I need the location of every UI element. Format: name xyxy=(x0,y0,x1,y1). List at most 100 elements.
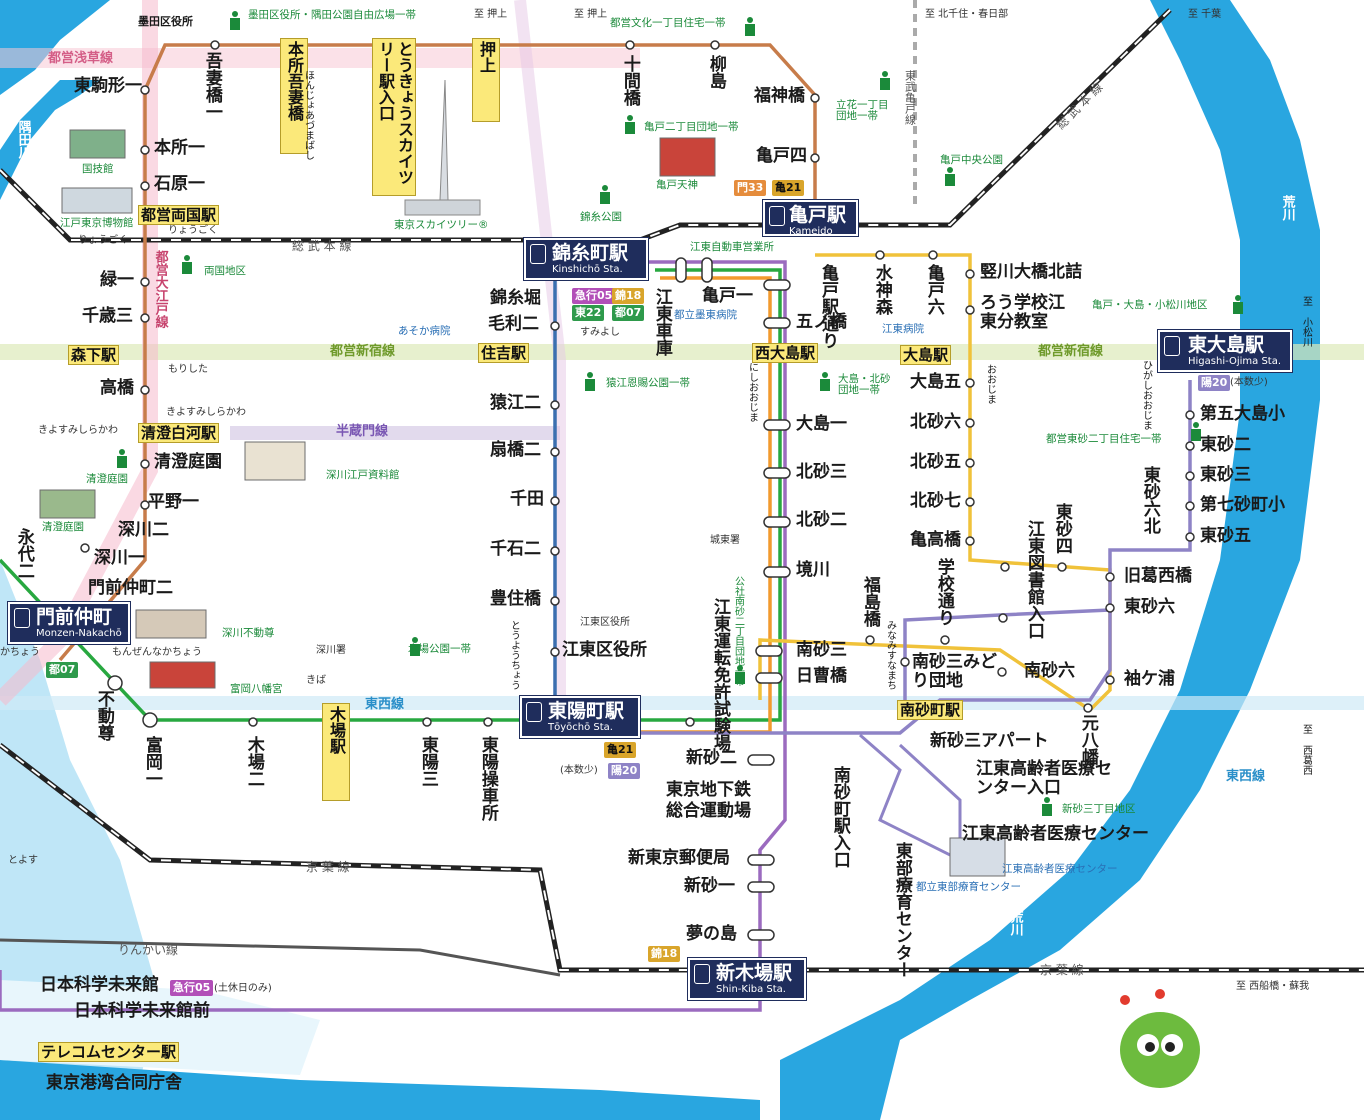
stop-kameido-dori[interactable]: 亀戸駅通り xyxy=(818,264,838,349)
stop-higashisuna3[interactable]: 東砂三 xyxy=(1200,465,1251,485)
tag-to22[interactable]: 東22 xyxy=(572,305,605,321)
stop-sodegaura[interactable]: 袖ケ浦 xyxy=(1124,669,1175,689)
tag-kin18b[interactable]: 錦18 xyxy=(648,946,681,962)
stop-miraikanmae[interactable]: 日本科学未来館前 xyxy=(74,1001,210,1021)
stop-fudoson[interactable]: 不動尊 xyxy=(93,690,114,741)
stop-koreisha-iriguchi[interactable]: 江東高齢者医療センター入口 xyxy=(976,759,1112,798)
stop-toyo3[interactable]: 東陽三 xyxy=(417,736,438,787)
stop-miraikan[interactable]: 日本科学未来館 xyxy=(40,975,159,995)
hub-higashiojima[interactable]: 東大島駅 Higashi-Ojima Sta. xyxy=(1158,330,1292,372)
hub-kinshicho[interactable]: 錦糸町駅 Kinshichō Sta. xyxy=(524,238,648,280)
stop-fukujin[interactable]: 福神橋 xyxy=(754,86,805,106)
tag-kin18[interactable]: 錦18 xyxy=(612,288,645,304)
stop-senda[interactable]: 千田 xyxy=(510,489,544,509)
station-honjo[interactable]: 本所吾妻橋 xyxy=(280,38,308,154)
stop-koto-ward[interactable]: 江東区役所 xyxy=(562,640,647,660)
stop-kiyosumi-park[interactable]: 清澄庭園 xyxy=(154,452,222,472)
stop-gakko[interactable]: 学校通り xyxy=(933,558,954,626)
stop-minamisuna-iriguchi[interactable]: 南砂町駅入口 xyxy=(829,766,850,868)
stop-kameido6[interactable]: 亀戸六 xyxy=(923,264,944,315)
stop-kowan[interactable]: 東京港湾合同庁舎 xyxy=(46,1073,182,1093)
stop-rogakko[interactable]: ろう学校江東分教室 xyxy=(980,293,1065,332)
station-telecom[interactable]: テレコムセンター駅 xyxy=(38,1042,180,1062)
stop-sakaigawa[interactable]: 境川 xyxy=(796,560,830,580)
stop-chitose3[interactable]: 千歳三 xyxy=(82,306,133,326)
stop-fukagawa1[interactable]: 深川一 xyxy=(94,548,145,568)
stop-kitasuna3[interactable]: 北砂三 xyxy=(796,462,847,482)
hub-kameido[interactable]: 亀戸駅 Kameido Sta. xyxy=(763,200,858,249)
stop-ishiwara1[interactable]: 石原一 xyxy=(154,174,205,194)
stop-yanagishima[interactable]: 柳島 xyxy=(705,55,726,89)
tag-kame21[interactable]: 亀21 xyxy=(772,180,805,196)
stop-jikken[interactable]: 十間橋 xyxy=(619,55,640,106)
stop-ojima5[interactable]: 大島五 xyxy=(910,372,961,392)
stop-shinsuna1[interactable]: 新砂一 xyxy=(684,876,735,896)
stop-higashisuna6[interactable]: 東砂六 xyxy=(1124,597,1175,617)
station-minamisuna[interactable]: 南砂町駅 xyxy=(897,700,964,720)
tag-yo20b[interactable]: 陽20 xyxy=(608,763,641,779)
stop-kitasuna6[interactable]: 北砂六 xyxy=(910,412,961,432)
tag-kyuko05[interactable]: 急行05 xyxy=(572,288,616,304)
stop-takahashi[interactable]: 高橋 xyxy=(100,378,134,398)
stop-shinsuna3[interactable]: 新砂三アパート xyxy=(930,731,1049,751)
tag-to07[interactable]: 都07 xyxy=(612,305,645,321)
hub-toyocho[interactable]: 東陽町駅 Tōyōchō Sta. xyxy=(520,696,640,738)
stop-ojimasho5[interactable]: 第五大島小 xyxy=(1200,404,1285,424)
station-kiyosumi[interactable]: 清澄白河駅 xyxy=(138,423,220,443)
hub-monzen[interactable]: 門前仲町 Monzen-Nakachō xyxy=(8,602,130,644)
stop-kiba2[interactable]: 木場二 xyxy=(243,736,264,787)
station-ojima[interactable]: 大島駅 xyxy=(900,345,952,365)
stop-tomioka1[interactable]: 富岡一 xyxy=(141,736,162,787)
stop-library[interactable]: 江東図書館入口 xyxy=(1024,520,1044,639)
tag-kame21b[interactable]: 亀21 xyxy=(604,742,637,758)
tag-to07b[interactable]: 都07 xyxy=(46,662,79,678)
stop-sengoku2[interactable]: 千石二 xyxy=(490,539,541,559)
tag-yo20[interactable]: 陽20 xyxy=(1198,375,1231,391)
stop-minamisuna3[interactable]: 南砂三 xyxy=(796,640,847,660)
stop-fukushima[interactable]: 福島橋 xyxy=(859,576,880,627)
stop-higashisuna6kita[interactable]: 東砂六北 xyxy=(1139,466,1160,534)
stop-mori2[interactable]: 毛利二 xyxy=(488,314,539,334)
stop-kitasuna7sho[interactable]: 第七砂町小 xyxy=(1200,495,1285,515)
stop-koreisha[interactable]: 江東高齢者医療センター xyxy=(962,824,1149,844)
station-oshiage[interactable]: 押上 xyxy=(472,38,500,122)
stop-kyukasai[interactable]: 旧葛西橋 xyxy=(1124,566,1192,586)
stop-kameido1[interactable]: 亀戸一 xyxy=(702,286,753,306)
stop-midori-danchi[interactable]: 南砂三みどり団地 xyxy=(912,652,997,691)
station-ryogoku[interactable]: 都営両国駅 xyxy=(138,205,220,225)
stop-kinshibori[interactable]: 錦糸堀 xyxy=(490,288,541,308)
stop-toyo-depot[interactable]: 東陽操車所 xyxy=(477,736,498,821)
stop-ojima1[interactable]: 大島一 xyxy=(796,414,847,434)
stop-gonohashi[interactable]: 五ノ橋 xyxy=(796,312,847,332)
stop-kameido4[interactable]: 亀戸四 xyxy=(756,146,807,166)
stop-subway-depot[interactable]: 東京地下鉄総合運動場 xyxy=(666,780,751,821)
stop-tatekawa[interactable]: 竪川大橋北詰 xyxy=(980,262,1082,282)
station-morishita[interactable]: 森下駅 xyxy=(68,345,120,365)
stop-honjo1[interactable]: 本所一 xyxy=(154,138,205,158)
stop-higashikomagata[interactable]: 東駒形一 xyxy=(74,76,142,96)
stop-suijin[interactable]: 水神森 xyxy=(871,264,892,315)
stop-post[interactable]: 新東京郵便局 xyxy=(628,848,730,868)
stop-kitasuna2[interactable]: 北砂二 xyxy=(796,510,847,530)
stop-higashisuna2[interactable]: 東砂二 xyxy=(1200,435,1251,455)
stop-higashisuna4[interactable]: 東砂四 xyxy=(1051,503,1072,554)
stop-tobu-center[interactable]: 東部療育センター xyxy=(891,842,912,978)
stop-shinsuna2[interactable]: 新砂二 xyxy=(686,748,737,768)
stop-kametaka[interactable]: 亀高橋 xyxy=(910,530,961,550)
stop-motohachiman[interactable]: 元八幡 xyxy=(1077,714,1098,765)
hub-shinkiba[interactable]: 新木場駅 Shin-Kiba Sta. xyxy=(688,958,806,1000)
stop-koto-depot[interactable]: 江東車庫 xyxy=(651,288,672,356)
station-sumiyoshi[interactable]: 住吉駅 xyxy=(478,343,530,363)
stop-hirano1[interactable]: 平野一 xyxy=(148,492,199,512)
tag-mon33[interactable]: 門33 xyxy=(734,180,767,196)
stop-sarue2[interactable]: 猿江二 xyxy=(490,393,541,413)
stop-eitai2[interactable]: 永代二 xyxy=(13,528,34,579)
stop-minamisuna6[interactable]: 南砂六 xyxy=(1024,661,1075,681)
stop-azuma1[interactable]: 吾妻橋一 xyxy=(201,52,222,120)
stop-kitasuna5[interactable]: 北砂五 xyxy=(910,452,961,472)
stop-yumenoshima[interactable]: 夢の島 xyxy=(686,924,737,944)
station-skytree[interactable]: とうきょうスカイツリー駅入口 xyxy=(372,38,416,196)
stop-midori1[interactable]: 緑一 xyxy=(100,270,134,290)
stop-kitasuna7[interactable]: 北砂七 xyxy=(910,491,961,511)
stop-toyosumi[interactable]: 豊住橋 xyxy=(490,589,541,609)
